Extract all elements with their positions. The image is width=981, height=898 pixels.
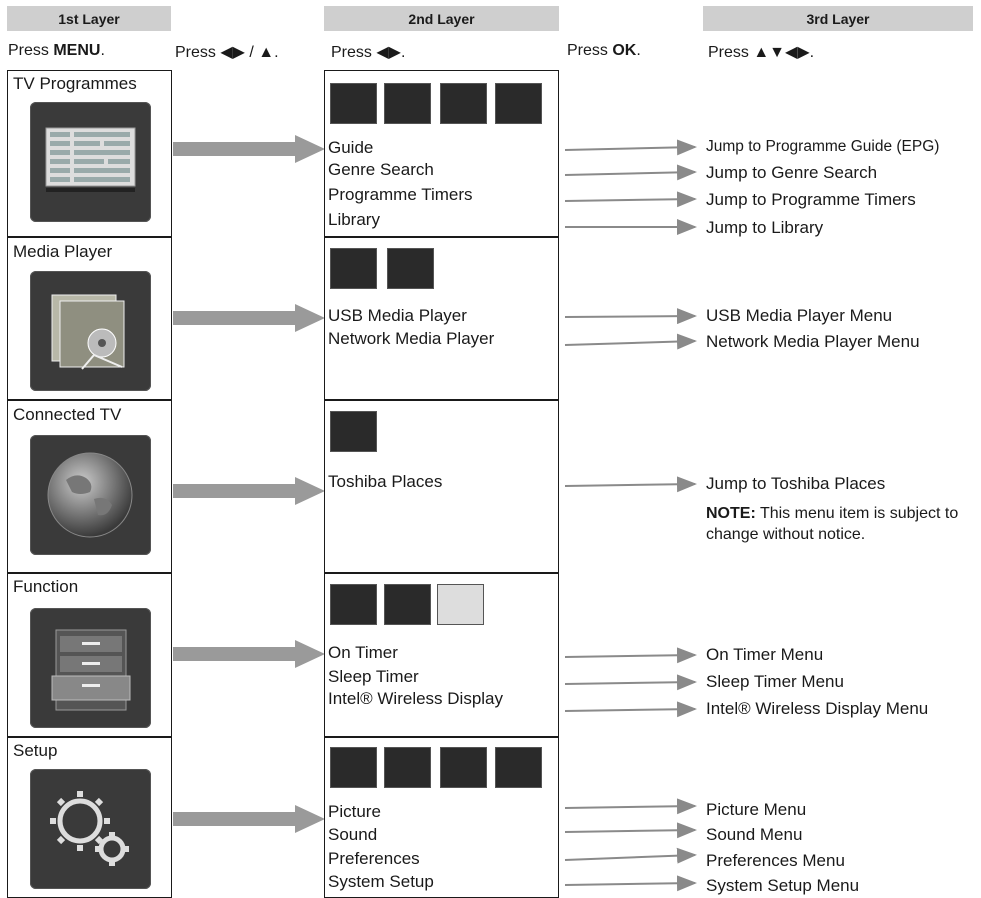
layer3-result: Jump to Library [706,218,824,237]
arrow-layer1-to-layer2 [173,640,325,668]
layer3-result: Jump to Programme Guide (EPG) [706,138,940,155]
layer1-title: Connected TV [13,405,122,424]
arrow-layer1-to-layer2 [173,135,325,163]
layer1-title: TV Programmes [13,74,137,93]
arrow-layer1-to-layer2 [173,805,325,833]
toshiba-places-icon [330,411,377,452]
layer3-result: USB Media Player Menu [706,306,893,325]
on-timer-icon [330,584,377,625]
header-1st-layer: 1st Layer [7,6,171,31]
system-setup-icon [495,747,542,788]
layer2-item: Picture [328,802,381,821]
layer2-item: On Timer [328,643,398,662]
layer2-item: Intel® Wireless Display [328,689,504,708]
layer3-result: Picture Menu [706,800,807,819]
layer3-result: Jump to Programme Timers [706,190,916,209]
instruction-press-menu: Press MENU. [8,42,105,59]
layer3-result: System Setup Menu [706,876,860,895]
arrows-layer2-to-layer3 [564,139,697,892]
genre-search-icon [384,83,431,124]
layer2-item: Guide [328,138,374,157]
note-text: NOTE: This menu item is subject to chang… [706,505,959,543]
library-icon [495,83,542,124]
layer2-item: USB Media Player [328,306,467,325]
layer3-result: Sound Menu [706,825,803,844]
layer3-result: Preferences Menu [706,851,845,870]
layer2-item: Network Media Player [328,329,495,348]
layer3-result: Network Media Player Menu [706,332,920,351]
preferences-icon [440,747,487,788]
layer2-item: Genre Search [328,160,434,179]
picture-icon [330,747,377,788]
layer2-item: Library [328,210,380,229]
guide-icon [330,83,377,124]
layer2-item: Toshiba Places [328,472,443,491]
arrow-layer1-to-layer2 [173,477,325,505]
arrow-layer1-to-layer2 [173,304,325,332]
cabinet-icon [30,608,151,728]
layer3-result: Sleep Timer Menu [706,672,844,691]
header-3rd-layer: 3rd Layer [703,6,973,31]
instruction-press-ok: Press OK. [567,42,641,59]
network-media-player-icon [387,248,434,289]
layer3-result: Jump to Toshiba Places [706,474,886,493]
instruction-press-left-right: Press ◀▶. [331,44,406,61]
layer3-result: Jump to Genre Search [706,163,878,182]
layer1-title: Media Player [13,242,113,261]
globe-icon [30,435,151,555]
sleep-timer-icon [384,584,431,625]
layer1-title: Function [13,577,79,596]
instruction-press-left-right-up: Press ◀▶ / ▲. [175,44,279,61]
layer2-item: Programme Timers [328,185,473,204]
media-player-icon [30,271,151,391]
programme-timers-icon [440,83,487,124]
layer2-item: Sleep Timer [328,667,419,686]
usb-media-player-icon [330,248,377,289]
layer1-title: Setup [13,741,58,760]
layer2-item: Sound [328,825,378,844]
tv-guide-icon [30,102,151,222]
gears-icon [30,769,151,889]
layer2-item: Preferences [328,849,420,868]
header-2nd-layer: 2nd Layer [324,6,559,31]
layer3-result: Intel® Wireless Display Menu [706,699,929,718]
wireless-display-icon [437,584,484,625]
sound-icon [384,747,431,788]
layer3-result: On Timer Menu [706,645,824,664]
layer2-item: System Setup [328,872,434,891]
instruction-press-arrows: Press ▲▼◀▶. [708,44,815,61]
